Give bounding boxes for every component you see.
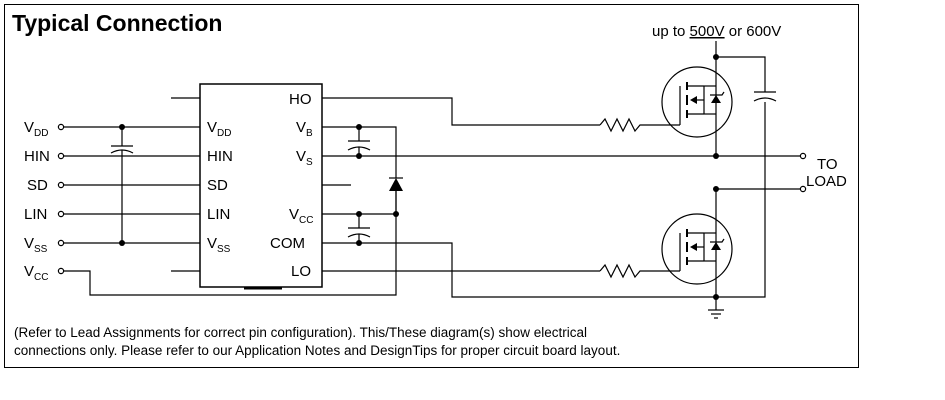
input-wires <box>64 97 397 296</box>
ic-pin-hin: HIN <box>207 148 233 165</box>
left-input-terminals <box>57 123 65 275</box>
ic-pin-com: COM <box>270 235 305 252</box>
switch-node-junction <box>713 153 719 159</box>
load-junction <box>713 186 719 192</box>
vcc-decoupling-capacitor <box>347 211 371 246</box>
vdd-decoupling-capacitor <box>110 124 134 246</box>
ic-pin-vss: VSS <box>207 235 231 255</box>
footnote: (Refer to Lead Assignments for correct p… <box>14 324 620 360</box>
power-rail-wires <box>715 41 800 310</box>
left-pin-label-sd: SD <box>27 177 48 194</box>
left-pin-label-lin: LIN <box>24 206 47 223</box>
ic-pin-lin: LIN <box>207 206 230 223</box>
low-side-gate-resistor <box>599 263 680 279</box>
footnote-line-1: (Refer to Lead Assignments for correct p… <box>14 325 587 340</box>
load-label-to: TO <box>817 156 838 173</box>
low-side-mosfet <box>661 213 733 285</box>
ic-pin-vb: VB <box>296 119 313 139</box>
load-terminals <box>799 152 807 193</box>
supply-voltage-label: up to 500V or 600V <box>652 23 781 40</box>
ic-pin-vdd: VDD <box>207 119 231 139</box>
high-side-mosfet <box>661 66 733 138</box>
diagram-frame <box>4 4 859 368</box>
footnote-line-2: connections only. Please refer to our Ap… <box>14 343 621 358</box>
high-side-gate-resistor <box>599 117 680 133</box>
left-pin-label-hin: HIN <box>24 148 50 165</box>
left-pin-label-vss: VSS <box>24 235 48 255</box>
ground-icon <box>708 309 724 319</box>
ic-pin-vcc: VCC <box>289 206 313 226</box>
ic-pin-vs: VS <box>296 148 313 168</box>
ic-pin-ho: HO <box>289 91 312 108</box>
rail-junction <box>713 54 719 60</box>
left-pin-label-vcc: VCC <box>24 263 48 283</box>
bulk-capacitor <box>753 91 777 102</box>
diagram-title: Typical Connection <box>12 10 223 36</box>
bootstrap-diode <box>389 177 403 217</box>
ground-junction <box>713 294 719 300</box>
driver-ic <box>199 83 323 290</box>
ic-pin-sd: SD <box>207 177 228 194</box>
bootstrap-capacitor <box>347 124 371 159</box>
output-wires <box>322 97 800 298</box>
load-label-load: LOAD <box>806 173 847 190</box>
left-pin-label-vdd: VDD <box>24 119 48 139</box>
ic-pin-lo: LO <box>291 263 311 280</box>
